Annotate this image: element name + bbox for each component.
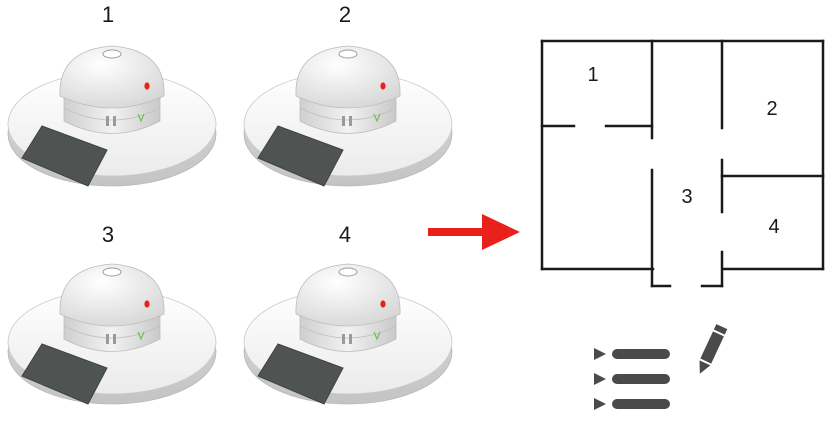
room-3-label: 3 <box>681 186 693 208</box>
device-4-label: 4 <box>338 222 352 247</box>
list-edit-icons <box>594 324 728 410</box>
device-1-label: 1 <box>101 2 115 27</box>
arrow-right-icon <box>428 214 520 250</box>
sensor-device-1 <box>2 26 222 191</box>
sensor-device-2 <box>238 26 458 191</box>
sensor-device-3 <box>2 244 222 409</box>
room-2-label: 2 <box>766 98 778 120</box>
pencil-icon <box>699 324 728 374</box>
floor-plan: 1 2 3 4 <box>538 38 828 297</box>
room-1-label: 1 <box>587 64 599 86</box>
device-3-label: 3 <box>101 222 115 247</box>
device-2-label: 2 <box>338 2 352 27</box>
room-4-label: 4 <box>768 216 780 238</box>
floor-plan-walls <box>540 39 825 288</box>
sensor-device-4 <box>238 244 458 409</box>
list-icon <box>594 348 670 410</box>
